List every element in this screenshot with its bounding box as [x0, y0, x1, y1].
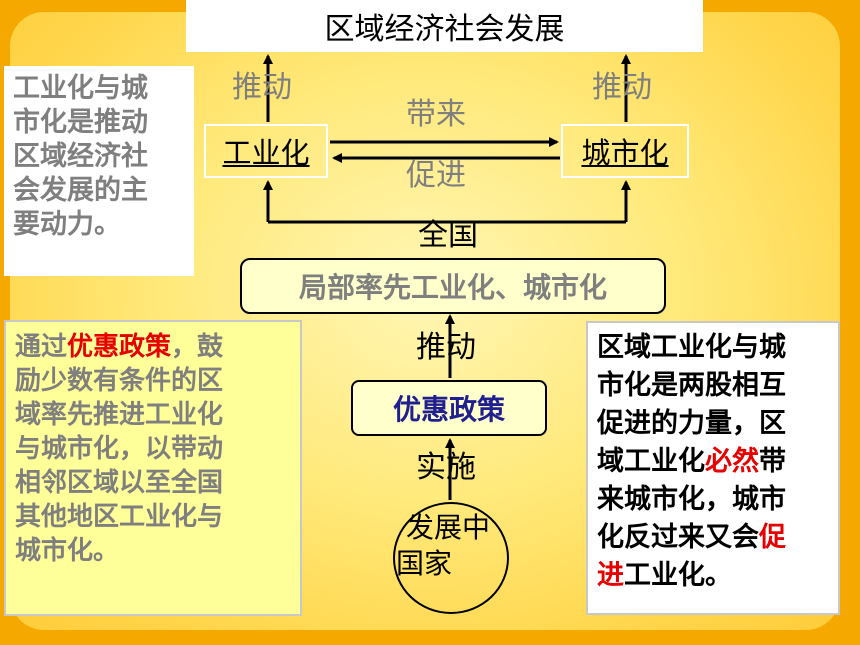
- note-bottom-left-line: 其他地区工业化与: [15, 502, 224, 532]
- note-bottom-left-line: 通过优惠政策，鼓: [15, 332, 224, 362]
- node-industrialization: 工业化: [204, 124, 328, 178]
- developing-country-label: 发展中 国家: [396, 510, 490, 582]
- highlight-promote-2: 进: [597, 560, 624, 591]
- note-right-line: 化反过来又会促: [597, 522, 786, 553]
- label-nationwide: 全国: [418, 218, 478, 253]
- note-right-line: 促进的力量，区: [597, 408, 786, 439]
- note-top-left-line: 工业化与城: [13, 73, 148, 104]
- highlight-policy: 优惠政策: [67, 332, 172, 362]
- note-right-line: 市化是两股相互: [597, 370, 786, 401]
- developing-country-line1: 发展中: [406, 511, 491, 544]
- note-right-line: 进工业化。: [597, 560, 732, 591]
- note-right-line: 区域工业化与城: [597, 332, 786, 363]
- note-right: 区域工业化与城 市化是两股相互 促进的力量，区 域工业化必然带 来城市化，城市 …: [586, 321, 840, 615]
- note-bottom-left-line: 域率先推进工业化: [15, 400, 224, 430]
- node-local-first: 局部率先工业化、城市化: [240, 258, 666, 314]
- title-box: 区域经济社会发展: [186, 0, 703, 52]
- note-right-line: 域工业化必然带: [597, 446, 786, 477]
- note-top-left-line: 要动力。: [13, 209, 121, 240]
- node-preferential-policy: 优惠政策: [351, 380, 547, 436]
- label-drive-middle: 推动: [416, 330, 476, 365]
- highlight-promote: 促: [759, 522, 786, 553]
- node-urbanization: 城市化: [561, 124, 689, 178]
- note-bottom-left-line: 励少数有条件的区: [15, 366, 224, 396]
- label-bring: 带来: [406, 97, 466, 132]
- highlight-inevitably: 必然: [705, 446, 759, 477]
- developing-country-line2: 国家: [396, 547, 453, 580]
- label-drive-right: 推动: [592, 70, 652, 105]
- note-top-left: 工业化与城 市化是推动 区域经济社 会发展的主 要动力。: [4, 66, 194, 276]
- note-bottom-left: 通过优惠政策，鼓 励少数有条件的区 域率先推进工业化 与城市化，以带动 相邻区域…: [4, 320, 302, 616]
- label-drive-left: 推动: [232, 70, 292, 105]
- note-bottom-left-line: 相邻区域以至全国: [15, 468, 224, 498]
- label-promote: 促进: [406, 158, 466, 193]
- node-developing-country: [393, 502, 509, 614]
- note-top-left-line: 会发展的主: [13, 175, 148, 206]
- note-top-left-line: 市化是推动: [13, 107, 148, 138]
- note-bottom-left-line: 城市化。: [15, 536, 120, 566]
- label-implement: 实施: [416, 450, 476, 485]
- note-bottom-left-line: 与城市化，以带动: [15, 434, 224, 464]
- note-top-left-line: 区域经济社: [13, 141, 148, 172]
- note-right-line: 来城市化，城市: [597, 484, 786, 515]
